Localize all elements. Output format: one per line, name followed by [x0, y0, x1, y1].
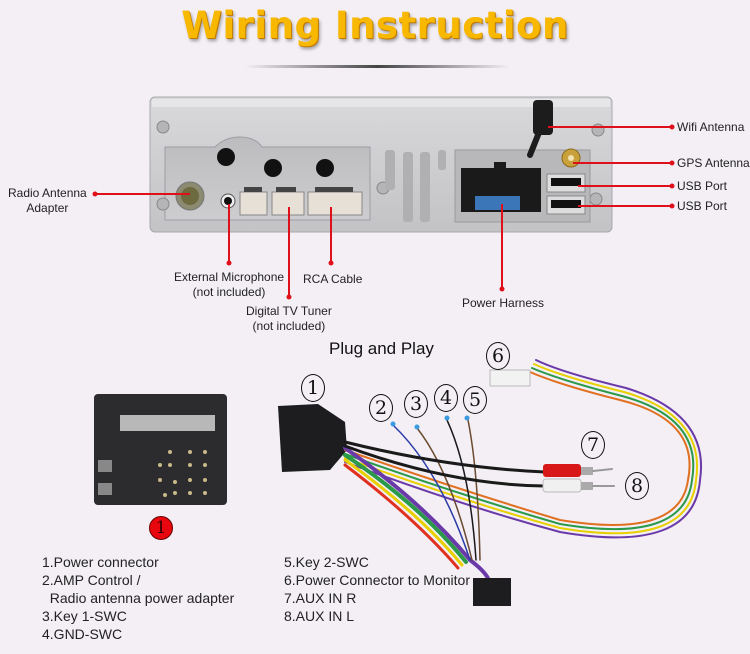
wire-harness — [278, 359, 703, 606]
plug-and-play-heading: Plug and Play — [329, 339, 434, 358]
callout-number-5: 5 — [463, 386, 487, 414]
callout-number-6: 6 — [486, 342, 510, 370]
callout-radio-antenna-line1: Radio Antenna — [8, 186, 87, 200]
callout-number-4: 4 — [434, 384, 458, 412]
callout-number-1: 1 — [301, 374, 325, 402]
callout-radio-antenna-adapter: Radio Antenna Adapter — [8, 186, 87, 216]
legend-item-6: 6.Power Connector to Monitor — [284, 572, 470, 588]
callout-number-2: 2 — [369, 394, 393, 422]
leader-lines — [92, 124, 675, 300]
power-connector-closeup — [94, 394, 227, 505]
callout-number-7: 7 — [581, 431, 605, 459]
legend-item-1: 1.Power connector — [42, 554, 159, 570]
callout-wifi-antenna: Wifi Antenna — [677, 120, 745, 134]
callout-usb-port-2: USB Port — [677, 199, 728, 213]
page-title: Wiring Instruction — [181, 4, 569, 47]
callout-rca-cable: RCA Cable — [303, 272, 363, 286]
connector-1-badge: 1 — [149, 516, 173, 540]
legend-item-2-cont: Radio antenna power adapter — [42, 590, 235, 606]
head-unit-rear-panel — [149, 96, 613, 233]
legend-item-4: 4.GND-SWC — [42, 626, 123, 642]
legend-item-8: 8.AUX IN L — [284, 608, 355, 624]
callout-external-microphone-line1: External Microphone — [174, 270, 285, 284]
callout-external-microphone-line2: (not included) — [192, 285, 266, 299]
legend-item-7: 7.AUX IN R — [284, 590, 357, 606]
callout-digital-tv-tuner-line2: (not included) — [252, 319, 326, 333]
callout-number-8: 8 — [625, 472, 649, 500]
title-underline — [245, 65, 510, 68]
legend-item-3: 3.Key 1-SWC — [42, 608, 127, 624]
callout-digital-tv-tuner: Digital TV Tuner (not included) — [246, 304, 332, 334]
legend-right: 5.Key 2-SWC 6.Power Connector to Monitor… — [284, 553, 470, 625]
callout-digital-tv-tuner-line1: Digital TV Tuner — [246, 304, 332, 318]
legend-left: 1.Power connector 2.AMP Control / Radio … — [42, 553, 234, 643]
legend-item-2: 2.AMP Control / — [42, 572, 141, 588]
callout-gps-antenna: GPS Antenna — [677, 156, 750, 170]
callout-usb-port-1: USB Port — [677, 179, 728, 193]
callout-radio-antenna-line2: Adapter — [26, 201, 69, 215]
callout-number-3: 3 — [404, 390, 428, 418]
callout-external-microphone: External Microphone (not included) — [174, 270, 284, 300]
callout-power-harness: Power Harness — [462, 296, 545, 310]
legend-item-5: 5.Key 2-SWC — [284, 554, 369, 570]
